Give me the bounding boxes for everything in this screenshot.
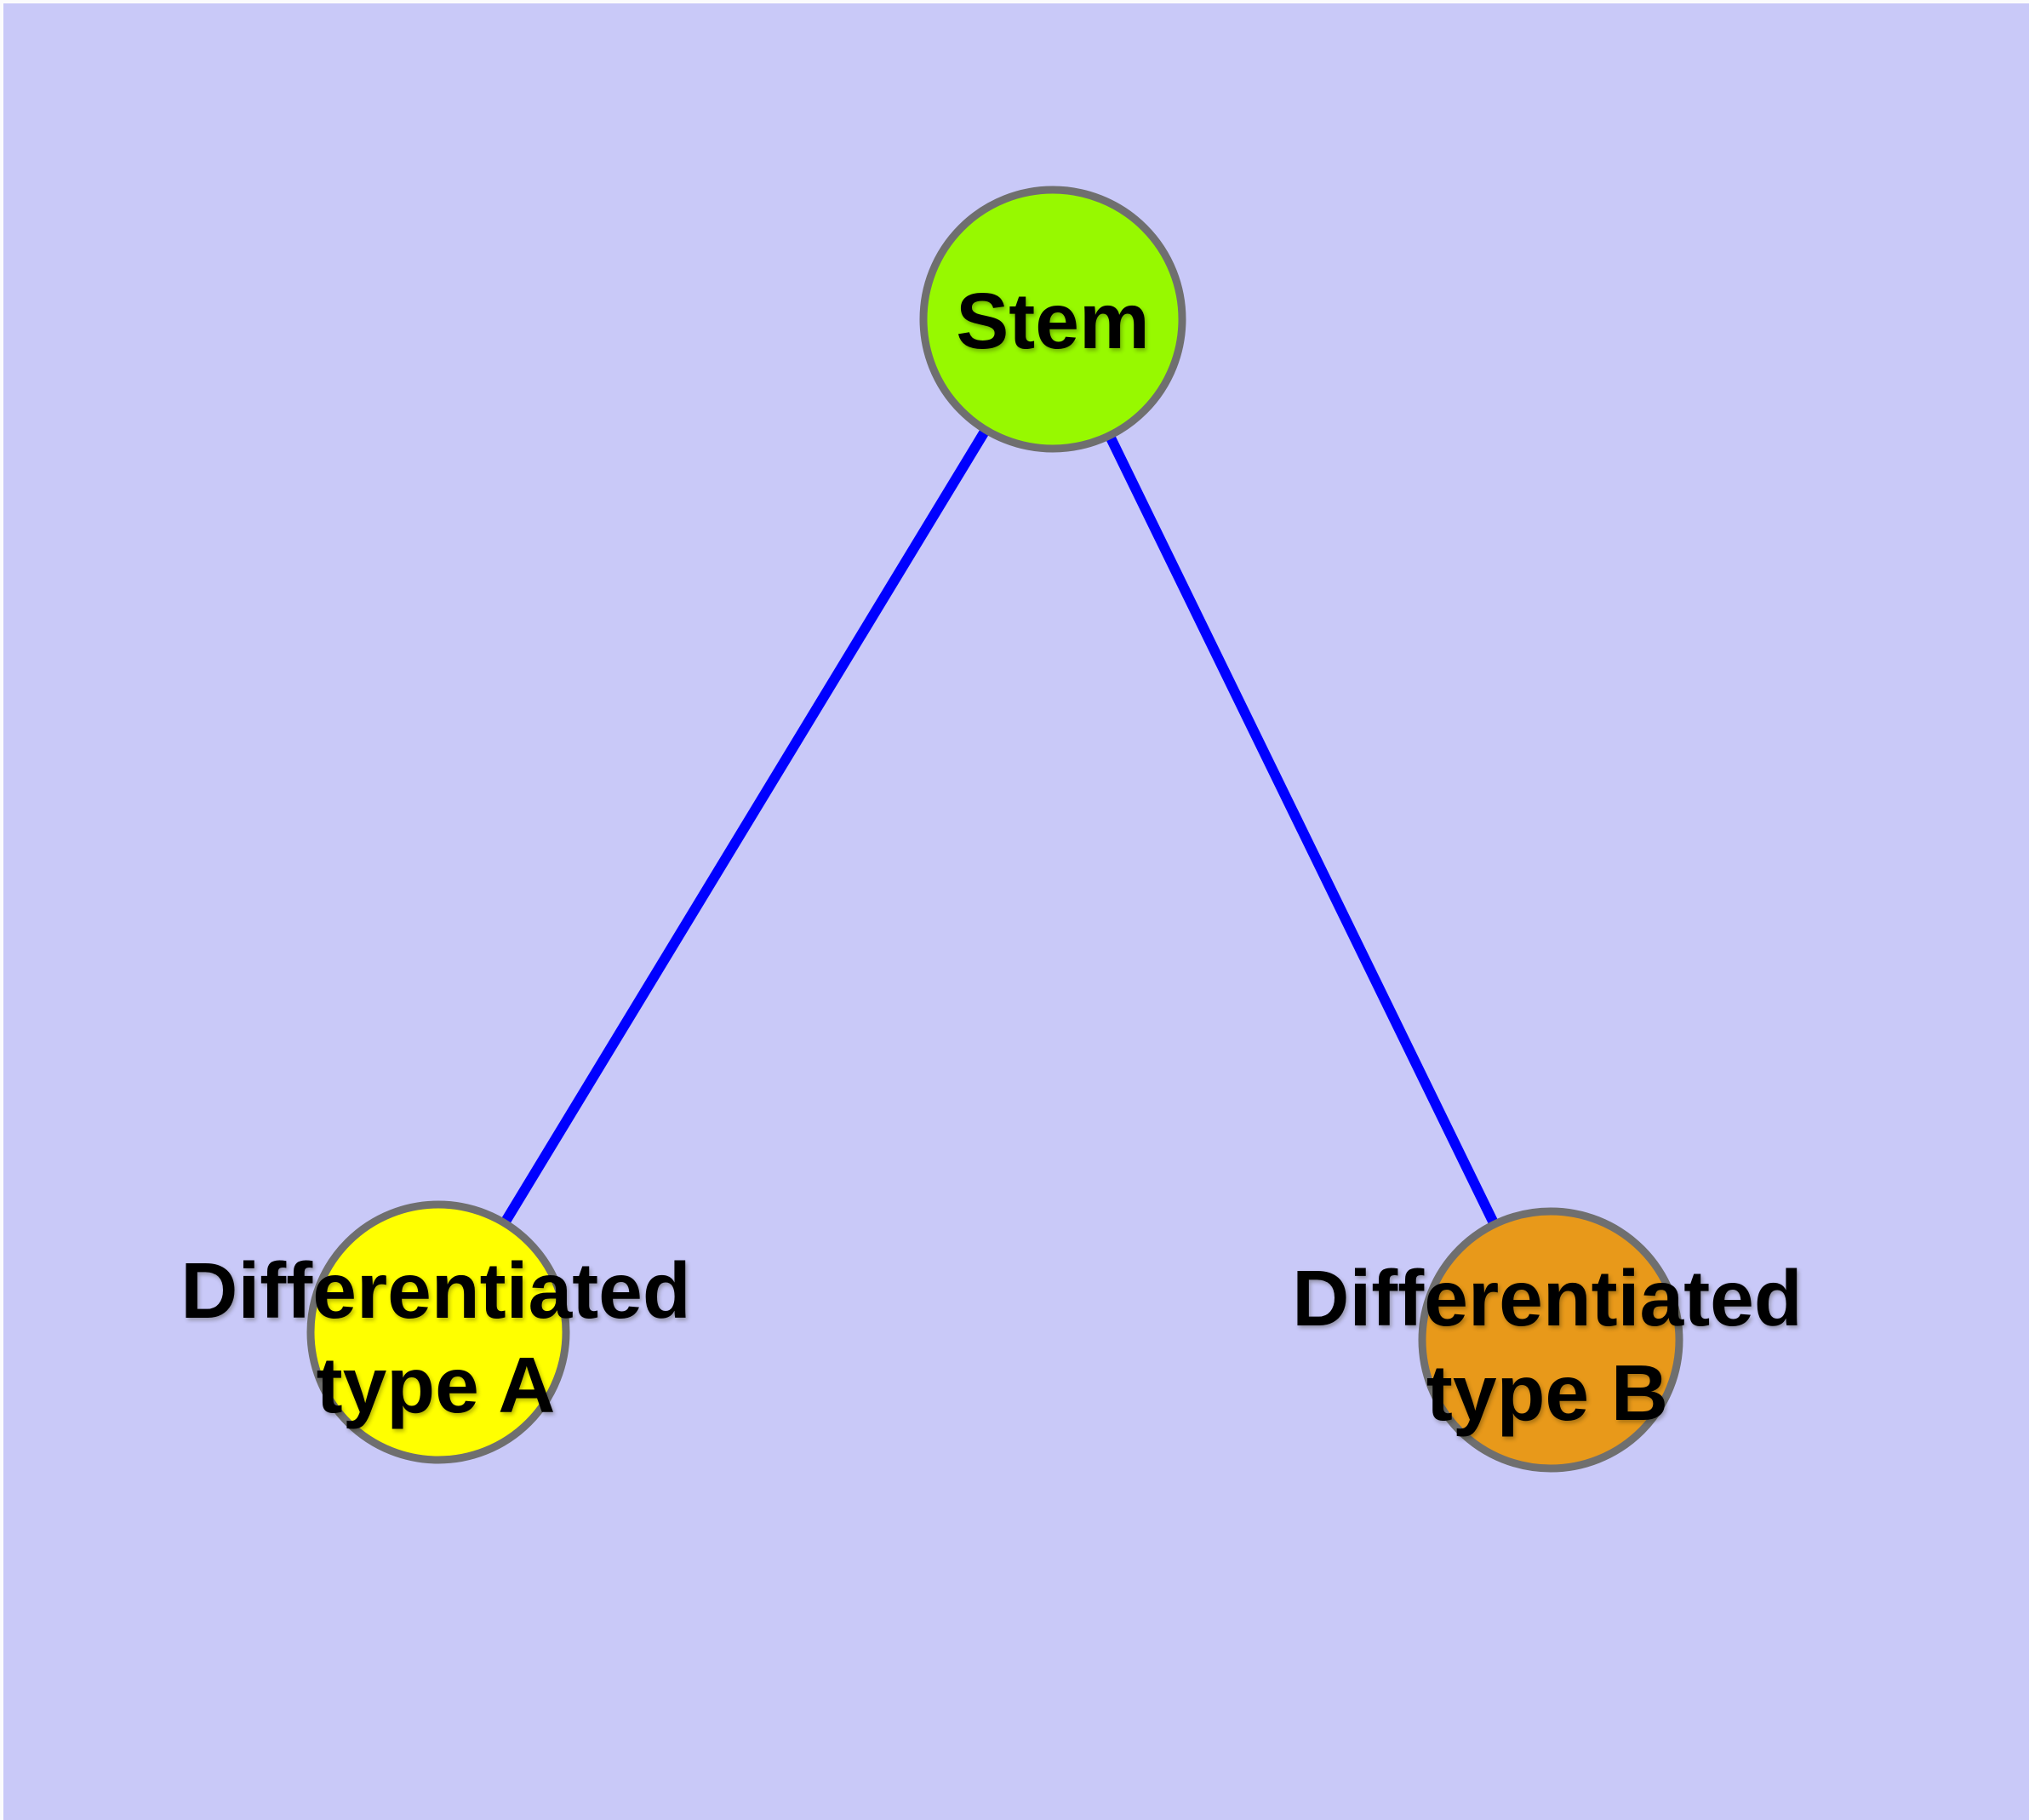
node-stem-label: Stem: [956, 277, 1149, 365]
node-differentiated-type-b: [1418, 1207, 1683, 1473]
node-type-a-label-line2: type A: [317, 1341, 556, 1429]
cell-differentiation-graph: Stem Differentiated type A Differentiate…: [3, 3, 2029, 1820]
node-type-b-label-line1: Differentiated: [1292, 1254, 1802, 1342]
node-differentiated-type-a: [306, 1200, 570, 1464]
node-type-b-label-line2: type B: [1426, 1348, 1668, 1437]
edge-stem-to-type-b: [1048, 317, 1556, 1342]
node-stem: [919, 186, 1186, 453]
node-type-a-label-line1: Differentiated: [180, 1246, 690, 1335]
edge-stem-to-type-a: [433, 316, 1058, 1336]
